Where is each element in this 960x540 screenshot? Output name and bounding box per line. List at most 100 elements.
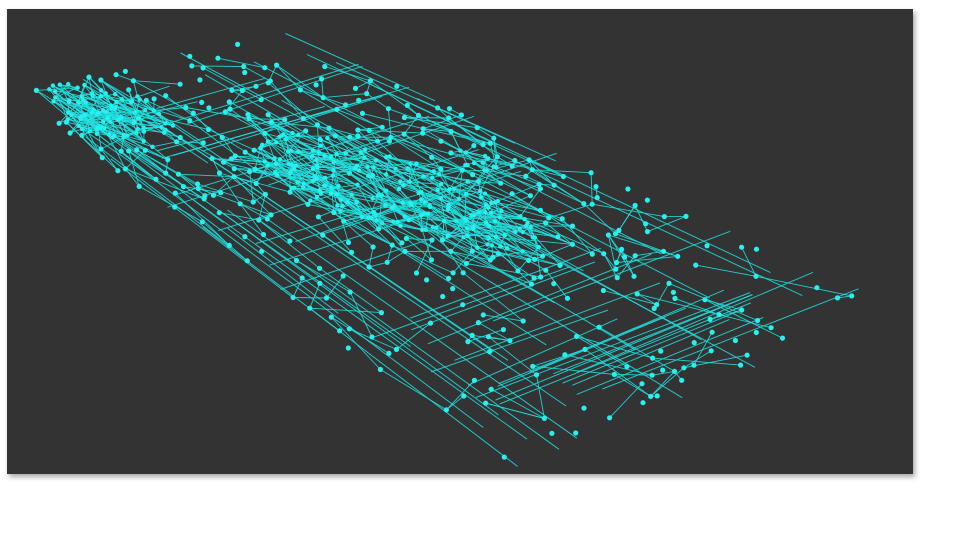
graph-node xyxy=(601,251,606,256)
graph-node xyxy=(438,167,443,172)
graph-node xyxy=(491,136,496,141)
graph-node xyxy=(542,416,547,421)
graph-node xyxy=(527,157,532,162)
graph-node xyxy=(80,127,84,131)
graph-node xyxy=(573,430,578,435)
graph-node xyxy=(319,144,323,148)
graph-node xyxy=(278,157,282,161)
graph-node xyxy=(66,82,70,86)
graph-node xyxy=(287,162,291,166)
graph-node xyxy=(780,336,785,341)
graph-node xyxy=(108,120,112,124)
graph-node xyxy=(355,183,359,187)
graph-edge xyxy=(336,63,515,144)
graph-node xyxy=(503,233,507,237)
graph-node xyxy=(238,201,243,206)
graph-node xyxy=(472,213,476,217)
graph-node xyxy=(163,128,167,132)
graph-node xyxy=(655,393,660,398)
graph-node xyxy=(314,158,318,162)
graph-node xyxy=(98,146,103,151)
graph-node xyxy=(483,191,487,195)
graph-node xyxy=(369,334,374,339)
graph-node xyxy=(658,349,663,354)
graph-node xyxy=(482,168,486,172)
graph-node xyxy=(624,364,629,369)
graph-node xyxy=(84,100,88,104)
graph-node xyxy=(458,149,462,153)
graph-edge xyxy=(603,291,656,305)
graph-node xyxy=(335,192,339,196)
graph-node xyxy=(693,263,698,268)
graph-node xyxy=(451,270,456,275)
graph-node xyxy=(289,186,293,190)
graph-node xyxy=(558,263,563,268)
graph-node xyxy=(262,65,267,70)
graph-node xyxy=(178,82,183,87)
graph-edge xyxy=(599,327,674,371)
graph-node xyxy=(125,133,129,137)
graph-node xyxy=(101,120,105,124)
graph-node xyxy=(739,307,744,312)
graph-node xyxy=(68,130,73,135)
graph-node xyxy=(98,77,103,82)
graph-node xyxy=(153,177,158,182)
graph-node xyxy=(384,189,388,193)
graph-node xyxy=(318,188,322,192)
graph-node xyxy=(126,87,131,92)
graph-node xyxy=(476,320,481,325)
graph-edge xyxy=(286,34,436,101)
graph-node xyxy=(538,274,543,279)
graph-node xyxy=(679,378,684,383)
graph-node xyxy=(362,156,366,160)
graph-node xyxy=(416,113,421,118)
graph-node xyxy=(581,201,586,206)
graph-node xyxy=(233,153,238,158)
graph-node xyxy=(385,260,390,265)
graph-node xyxy=(640,400,645,405)
graph-node xyxy=(252,167,257,172)
graph-node xyxy=(303,128,308,133)
graph-node xyxy=(370,196,374,200)
graph-node xyxy=(291,295,296,300)
graph-node xyxy=(329,191,333,195)
graph-node xyxy=(315,122,320,127)
graph-node xyxy=(114,72,119,77)
graph-node xyxy=(189,63,194,68)
graph-node xyxy=(485,242,489,246)
graph-node xyxy=(486,334,491,339)
graph-node xyxy=(178,135,183,140)
graph-node xyxy=(561,174,566,179)
graph-node xyxy=(187,118,192,123)
graph-edge xyxy=(240,204,267,219)
graph-node xyxy=(537,182,542,187)
graph-node xyxy=(537,245,541,249)
graph-node xyxy=(421,174,425,178)
graph-node xyxy=(390,243,395,248)
graph-node xyxy=(590,252,595,257)
graph-node xyxy=(440,294,445,299)
graph-node xyxy=(227,243,232,248)
graph-node xyxy=(229,88,234,93)
graph-node xyxy=(399,240,404,245)
graph-node xyxy=(420,131,425,136)
graph-node xyxy=(465,226,469,230)
graph-node xyxy=(349,250,354,255)
graph-node xyxy=(384,172,388,176)
graph-node xyxy=(273,170,277,174)
graph-node xyxy=(301,116,306,121)
graph-node xyxy=(666,281,671,286)
graph-node xyxy=(615,275,620,280)
graph-node xyxy=(112,134,116,138)
graph-node xyxy=(123,166,128,171)
graph-node xyxy=(191,111,196,116)
graph-node xyxy=(464,261,469,266)
graph-node xyxy=(710,330,715,335)
graph-node xyxy=(424,228,428,232)
graph-node xyxy=(625,186,630,191)
graph-node xyxy=(552,183,557,188)
graph-node xyxy=(446,276,451,281)
graph-node xyxy=(252,148,257,153)
graph-edge xyxy=(293,298,326,299)
graph-edge xyxy=(529,160,554,185)
